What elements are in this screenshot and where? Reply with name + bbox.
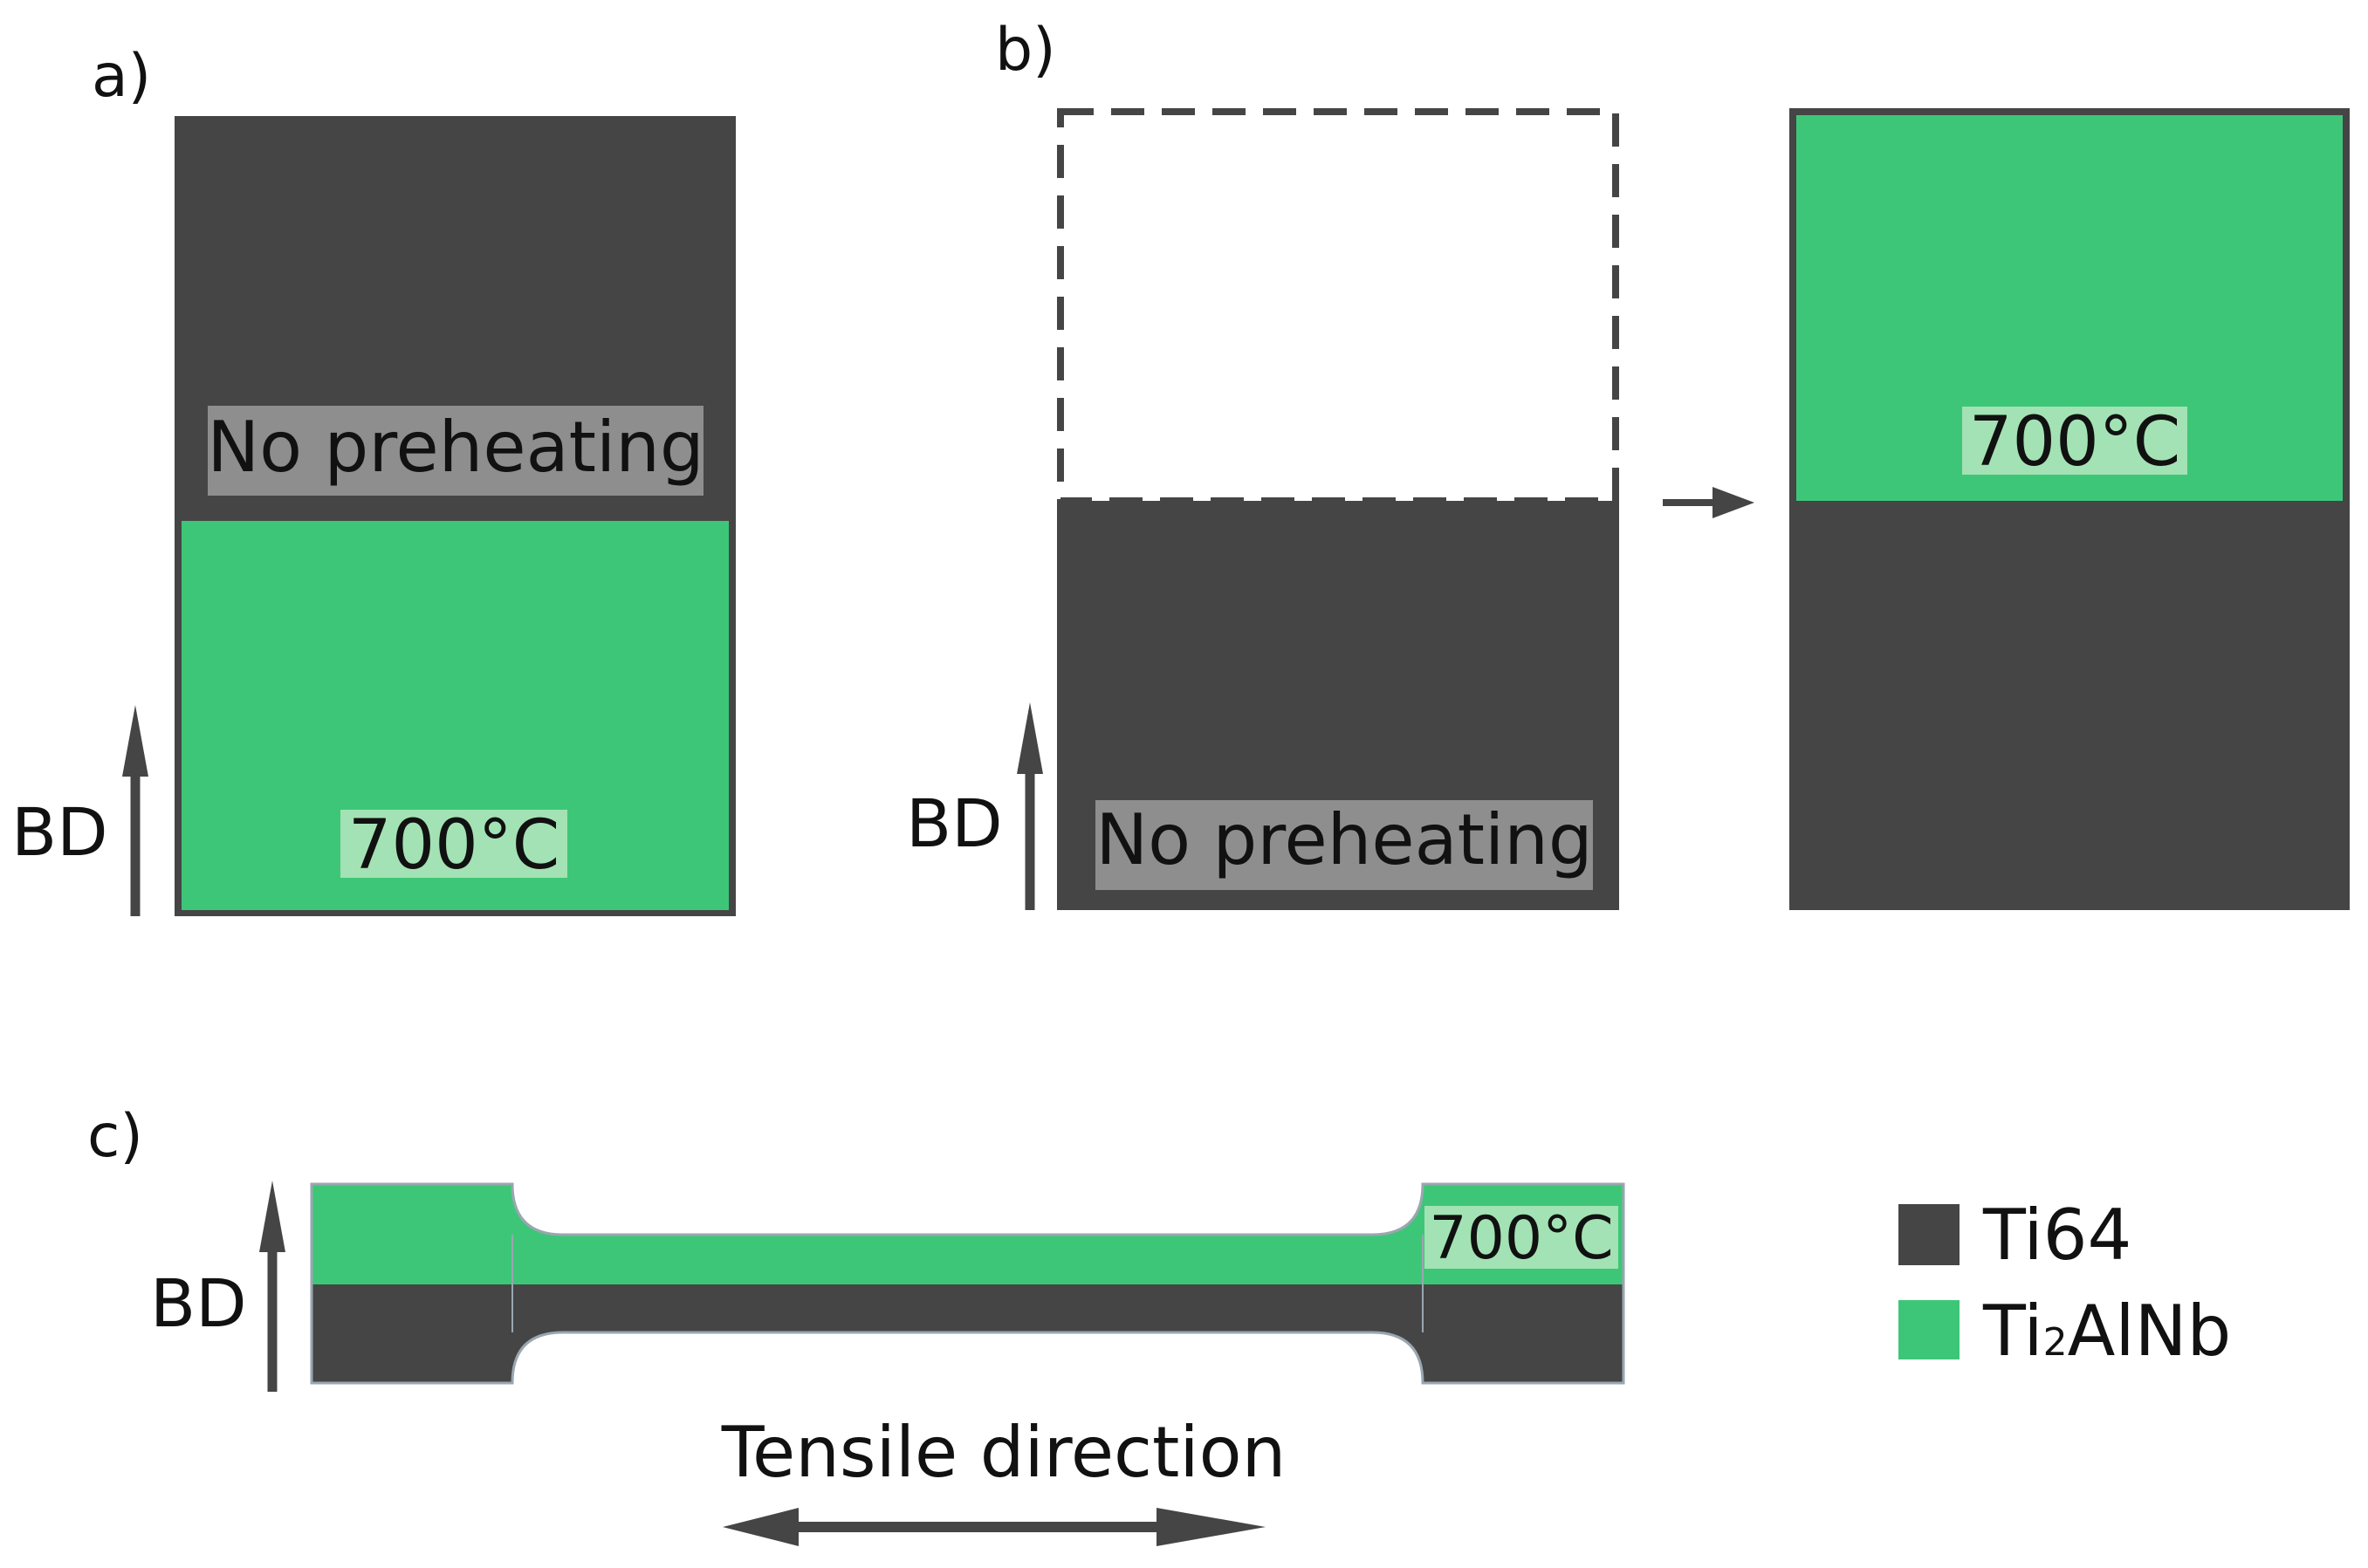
panel-c-bd-arrow-head (259, 1181, 285, 1252)
panel-a-bd-label: BD (11, 793, 108, 871)
tensile-direction-label: Tensile direction (721, 1412, 1287, 1493)
tensile-specimen: 700°C (310, 1182, 1625, 1385)
specimen-gauge-bottom (512, 1284, 1423, 1383)
panel-a-bottom-label: 700°C (348, 806, 559, 885)
panel-b: b) No preheating BD 700°C (906, 16, 2350, 910)
specimen-left-grip-bottom (312, 1284, 512, 1383)
legend-label-ti2alnb: Ti2AlNb (1982, 1291, 2231, 1372)
panel-b-bd-arrow-head (1017, 702, 1043, 774)
legend-swatch-ti2alnb (1898, 1300, 1960, 1359)
specimen-gauge-top (512, 1184, 1423, 1284)
panel-a-top-label-bg (208, 406, 704, 496)
panel-c: c) BD 700°C Tensile direction (87, 1102, 1625, 1546)
panel-a: a) No preheating 700°C BD (11, 42, 736, 916)
panel-c-bd-label: BD (150, 1264, 247, 1342)
legend-label-ti64: Ti64 (1982, 1195, 2131, 1276)
tensile-arrow-right-head (1157, 1508, 1266, 1546)
panel-a-tag: a) (92, 42, 151, 111)
panel-b-right-label-bg (1962, 407, 2187, 475)
panel-b-tag: b) (995, 16, 1056, 85)
specimen-label-bg (1424, 1206, 1618, 1269)
panel-a-bd-arrow-head (122, 705, 148, 777)
panel-b-dashed-outline (1057, 108, 1619, 504)
panel-b-left-label-bg (1095, 800, 1593, 890)
specimen-left-grip-top (312, 1184, 512, 1284)
panel-b-right-label: 700°C (1969, 403, 2180, 482)
panel-a-bottom-label-bg (340, 810, 567, 878)
legend: Ti64 Ti2AlNb (1898, 1195, 2231, 1372)
tensile-arrow-left-head (723, 1508, 799, 1546)
panel-b-bd-label: BD (906, 784, 1003, 862)
specimen-label: 700°C (1429, 1204, 1613, 1273)
panel-a-top-label: No preheating (207, 407, 704, 488)
panel-c-tag: c) (87, 1102, 143, 1171)
specimen-right-grip-bottom (1423, 1284, 1623, 1383)
panel-b-step-arrow-head (1713, 487, 1754, 518)
specimen-outline (310, 1182, 1625, 1385)
panel-b-left-label: No preheating (1095, 799, 1592, 880)
legend-swatch-ti64 (1898, 1204, 1960, 1265)
